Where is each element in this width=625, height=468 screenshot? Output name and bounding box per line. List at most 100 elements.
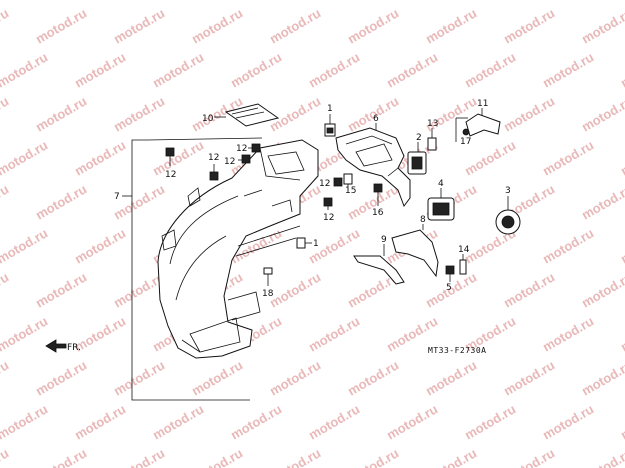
watermark-text: motod.ru [423, 357, 479, 398]
callout-12-a[interactable]: 12 [165, 170, 176, 180]
callout-4[interactable]: 4 [438, 179, 444, 189]
watermark-text: motod.ru [345, 445, 401, 468]
callout-13[interactable]: 13 [427, 119, 438, 129]
watermark-text: motod.ru [618, 225, 625, 266]
watermark-text: motod.ru [462, 0, 518, 3]
watermark-text: motod.ru [0, 137, 50, 178]
part-14-bolt[interactable] [459, 254, 467, 275]
callout-11[interactable]: 11 [477, 99, 488, 109]
part-1-bolt-mid[interactable] [296, 237, 312, 249]
watermark-text: motod.ru [150, 137, 206, 178]
watermark-text: motod.ru [33, 93, 89, 134]
watermark-text: motod.ru [345, 357, 401, 398]
watermark-text: motod.ru [72, 225, 128, 266]
part-1-bolt-top[interactable] [324, 114, 336, 137]
watermark-text: motod.ru [72, 401, 128, 442]
part-16-nut[interactable] [373, 183, 383, 206]
watermark-text: motod.ru [306, 49, 362, 90]
watermark-text: motod.ru [267, 269, 323, 310]
watermark-text: motod.ru [111, 181, 167, 222]
part-12-clips[interactable] [165, 143, 343, 210]
callout-12-b[interactable]: 12 [208, 153, 219, 163]
watermark-text: motod.ru [267, 357, 323, 398]
part-6-rear-fender[interactable] [335, 123, 411, 208]
watermark-text: motod.ru [0, 313, 50, 354]
watermark-text: motod.ru [540, 401, 596, 442]
part-18-bolt[interactable] [263, 267, 273, 286]
watermark-text: motod.ru [618, 313, 625, 354]
watermark-text: motod.ru [540, 49, 596, 90]
watermark-text: motod.ru [306, 0, 362, 3]
callout-9[interactable]: 9 [381, 235, 387, 245]
watermark-text: motod.ru [111, 93, 167, 134]
callout-3[interactable]: 3 [505, 186, 511, 196]
callout-12-e[interactable]: 12 [319, 179, 330, 189]
part-4-license-light[interactable] [427, 188, 455, 221]
watermark-text: motod.ru [462, 49, 518, 90]
watermark-text: motod.ru [579, 357, 625, 398]
callout-12-d[interactable]: 12 [224, 157, 235, 167]
callout-12-f[interactable]: 12 [323, 213, 334, 223]
watermark-text: motod.ru [0, 0, 50, 3]
watermark-text: motod.ru [423, 5, 479, 46]
watermark-text: motod.ru [189, 357, 245, 398]
part-7-inner-fender[interactable] [157, 139, 319, 359]
callout-16[interactable]: 16 [372, 208, 384, 218]
watermark-text: motod.ru [0, 49, 50, 90]
callout-18[interactable]: 18 [262, 289, 274, 299]
watermark-text: motod.ru [579, 5, 625, 46]
callout-2[interactable]: 2 [416, 133, 422, 143]
watermark-text: motod.ru [306, 401, 362, 442]
callout-17[interactable]: 17 [460, 137, 471, 147]
callout-10[interactable]: 10 [202, 114, 214, 124]
part-5-screw[interactable] [445, 265, 455, 282]
part-11-bracket[interactable] [455, 108, 501, 142]
callout-1-top[interactable]: 1 [327, 104, 333, 114]
callout-1-mid[interactable]: 1 [313, 239, 319, 249]
callout-8[interactable]: 8 [420, 215, 426, 225]
part-13-bolt[interactable] [427, 128, 437, 151]
watermark-text: motod.ru [33, 181, 89, 222]
watermark-text: motod.ru [618, 0, 625, 3]
watermark-text: motod.ru [33, 269, 89, 310]
watermark-text: motod.ru [33, 5, 89, 46]
watermark-text: motod.ru [384, 0, 440, 3]
part-8-bracket[interactable] [391, 224, 439, 278]
part-2-reflector[interactable] [407, 142, 427, 175]
callout-7[interactable]: 7 [114, 192, 120, 202]
watermark-text: motod.ru [111, 5, 167, 46]
part-3-round-reflector[interactable] [495, 196, 521, 235]
watermark-text: motod.ru [150, 0, 206, 3]
watermark-text: motod.ru [267, 93, 323, 134]
callout-5[interactable]: 5 [446, 283, 452, 293]
callout-12-c[interactable]: 12 [236, 144, 247, 154]
diagram-code: MT33-F2730A [428, 346, 486, 355]
watermark-text: motod.ru [501, 357, 557, 398]
watermark-text: motod.ru [228, 401, 284, 442]
part-17-nut[interactable] [462, 128, 470, 136]
part-15-clip[interactable] [343, 173, 353, 190]
watermark-text: motod.ru [0, 445, 11, 468]
watermark-text: motod.ru [111, 357, 167, 398]
part-10-sticker[interactable] [214, 103, 280, 127]
callout-14[interactable]: 14 [458, 245, 470, 255]
watermark-text: motod.ru [540, 313, 596, 354]
watermark-text: motod.ru [540, 0, 596, 3]
watermark-text: motod.ru [501, 445, 557, 468]
watermark-text: motod.ru [0, 269, 11, 310]
watermark-text: motod.ru [579, 93, 625, 134]
watermark-text: motod.ru [501, 5, 557, 46]
watermark-text: motod.ru [267, 5, 323, 46]
callout-6[interactable]: 6 [373, 114, 379, 124]
watermark-text: motod.ru [306, 313, 362, 354]
watermark-text: motod.ru [618, 137, 625, 178]
callout-15[interactable]: 15 [345, 186, 356, 196]
watermark-text: motod.ru [228, 49, 284, 90]
watermark-text: motod.ru [189, 5, 245, 46]
watermark-text: motod.ru [267, 445, 323, 468]
watermark-text: motod.ru [72, 0, 128, 3]
watermark-text: motod.ru [384, 401, 440, 442]
watermark-text: motod.ru [0, 357, 11, 398]
part-9-stay[interactable] [353, 244, 405, 285]
